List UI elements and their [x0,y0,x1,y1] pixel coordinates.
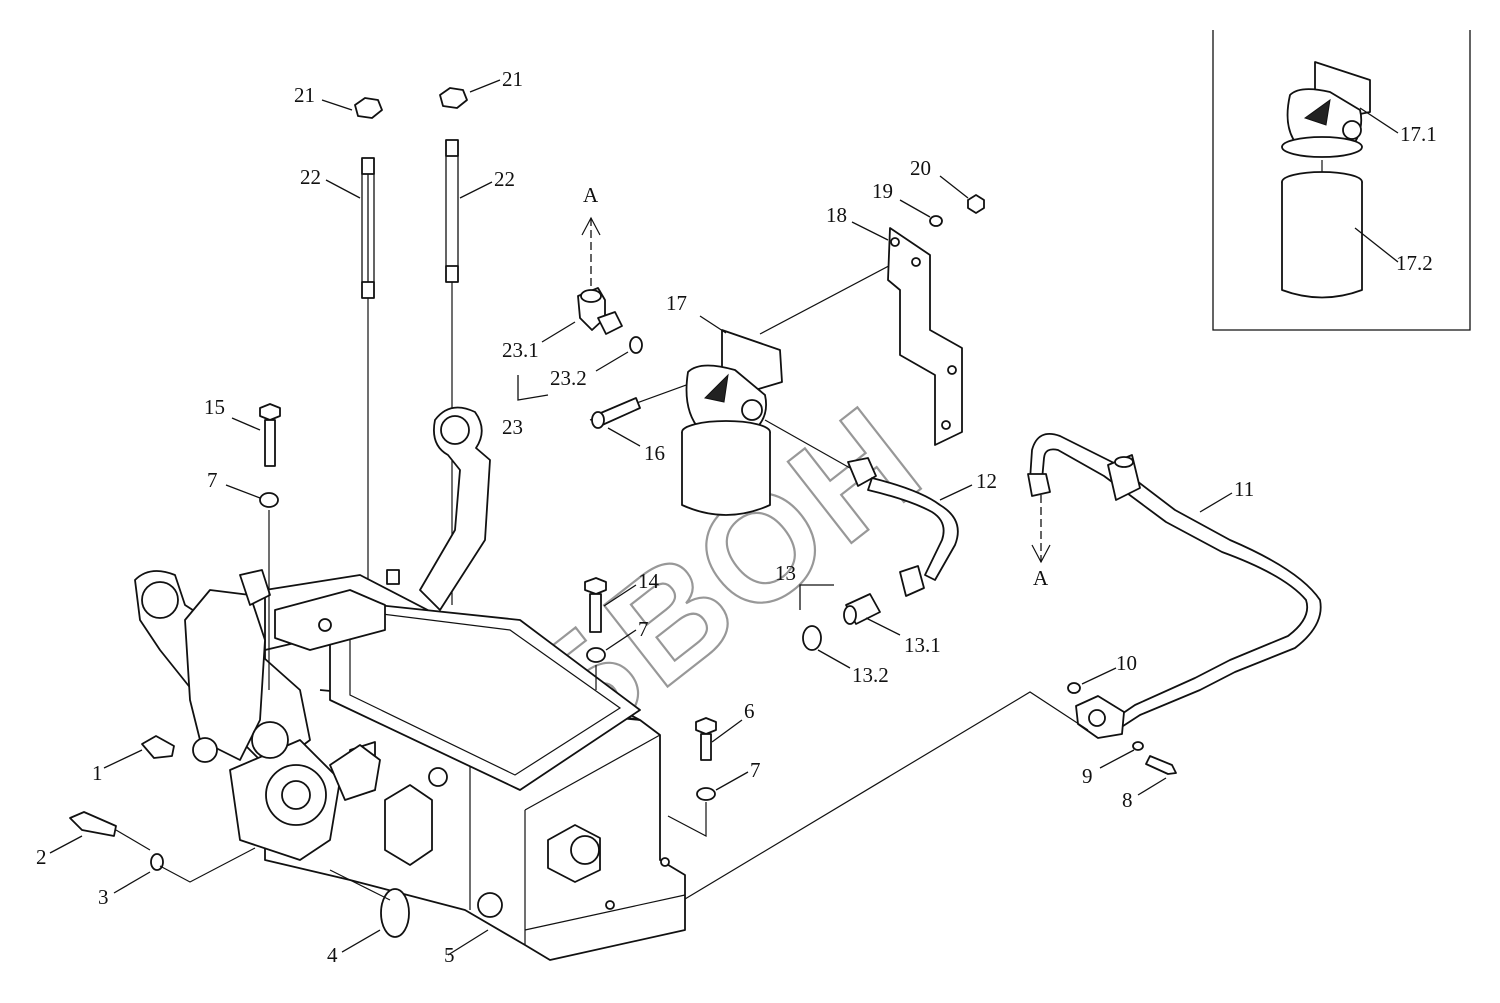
label-4: 4 [327,943,338,967]
label-10: 10 [1116,651,1137,675]
bolt-1-drawing [141,735,175,759]
label-23-1: 23.1 [502,338,539,362]
label-22-left: 22 [300,165,321,189]
washer-7-upper-drawing [259,492,279,508]
washer-19-drawing [929,215,943,227]
washer-7-middle-drawing [586,647,606,663]
label-15: 15 [204,395,225,419]
bolt-6-drawing [695,717,717,761]
housing-5-drawing [264,569,686,961]
label-13: 13 [775,561,796,585]
bolt-14-drawing [584,577,607,633]
label-19: 19 [872,179,893,203]
left-mechanism-drawing [134,569,381,861]
bolt-16-drawing [591,397,641,429]
label-14: 14 [638,569,660,593]
inset-detail-box: 17.1 17.2 [1212,30,1471,331]
washer-9-drawing [1132,741,1144,751]
view-a-label-top: A [583,183,599,207]
label-21-left: 21 [294,83,315,107]
label-17: 17 [666,291,687,315]
label-5: 5 [444,943,455,967]
label-23: 23 [502,415,523,439]
label-3: 3 [98,885,109,909]
label-23-2: 23.2 [550,366,587,390]
o-ring-23-2-drawing [629,336,643,354]
bolt-8-drawing [1145,755,1177,775]
view-a-arrow-bottom [1031,495,1051,564]
washer-7-right-drawing [696,787,716,801]
flange-fitting-10-drawing [1067,682,1125,739]
o-ring-4-drawing [380,888,410,938]
label-17-1: 17.1 [1400,122,1437,146]
bracket-18-drawing [887,227,963,446]
label-8: 8 [1122,788,1133,812]
elbow-fitting-23-1-drawing [577,287,623,335]
label-1: 1 [92,761,103,785]
label-13-2: 13.2 [852,663,889,687]
o-ring-13-2-drawing [802,625,822,651]
label-6: 6 [744,699,755,723]
fuel-filter-17-drawing [681,329,783,516]
label-16: 16 [644,441,665,465]
bolt-15-drawing [259,403,281,467]
label-13-1: 13.1 [904,633,941,657]
label-20: 20 [910,156,931,180]
label-7-middle: 7 [638,617,649,641]
label-7-right: 7 [750,758,761,782]
view-a-label-bottom: A [1033,566,1049,590]
filter-element-17-2-drawing [1281,171,1363,299]
label-2: 2 [36,845,47,869]
nut-20-drawing [967,194,985,214]
view-a-arrow-top [581,216,601,290]
fitting-13-1-drawing [843,593,881,625]
washer-3-drawing [150,853,164,871]
label-22-right: 22 [494,167,515,191]
label-12: 12 [976,469,997,493]
stud-left-22-drawing [354,97,383,690]
label-11: 11 [1234,477,1254,501]
label-18: 18 [826,203,847,227]
filter-head-17-1-drawing [1281,61,1371,158]
label-7-upper: 7 [207,468,218,492]
hose-12-drawing [764,419,959,597]
label-17-2: 17.2 [1396,251,1433,275]
label-9: 9 [1082,764,1093,788]
bolt-2-drawing [69,811,117,837]
label-21-right: 21 [502,67,523,91]
lever-arm-drawing [419,406,491,611]
